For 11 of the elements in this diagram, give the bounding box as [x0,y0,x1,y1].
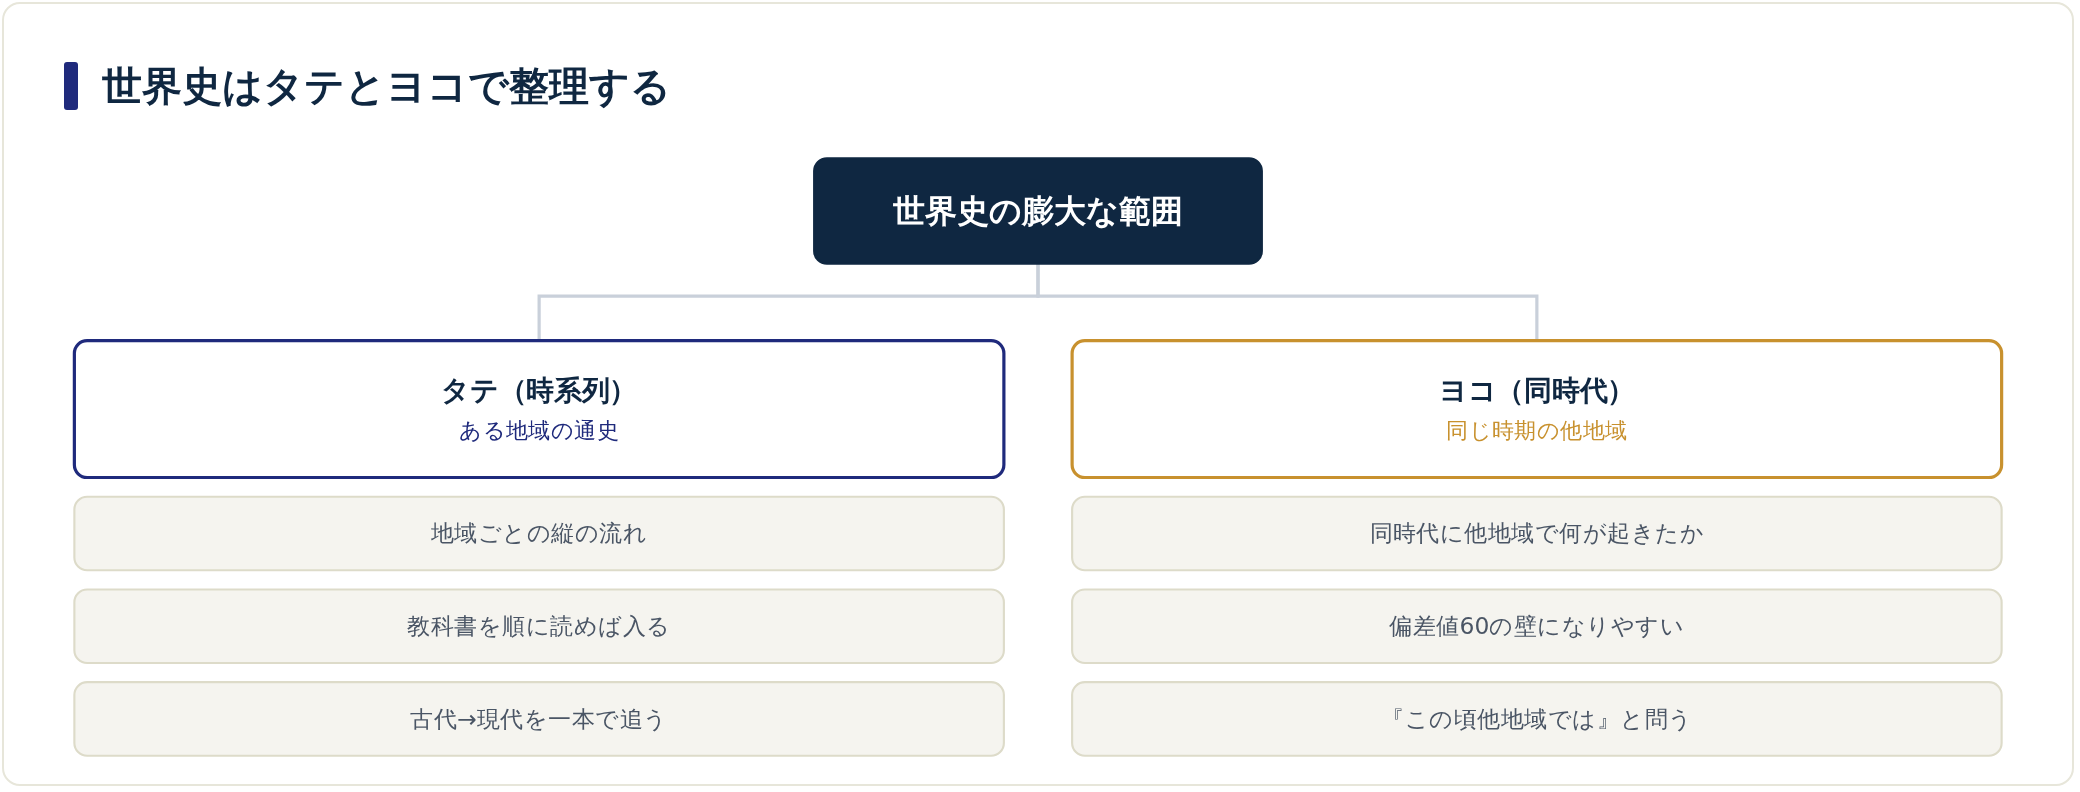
category-box: ヨコ（同時代） 同じ時期の他地域 [1070,338,2004,480]
point-box: 同時代に他地域で何が起きたか [1071,495,2003,572]
point-box: 教科書を順に読めば入る [73,588,1005,665]
topic-box: 世界史の膨大な範囲 [813,157,1263,265]
connector-line [1036,263,1539,341]
category-box: タテ（時系列） ある地域の通史 [72,338,1006,480]
point-box: 『この頃他地域では』と問う [1071,681,2003,757]
point-box: 古代→現代を一本で追う [73,681,1005,757]
point-box: 地域ごとの縦の流れ [73,495,1005,572]
point-box: 偏差値60の壁になりやすい [1071,588,2003,665]
diagram-title: 世界史はタテとヨコで整理する [102,62,671,110]
